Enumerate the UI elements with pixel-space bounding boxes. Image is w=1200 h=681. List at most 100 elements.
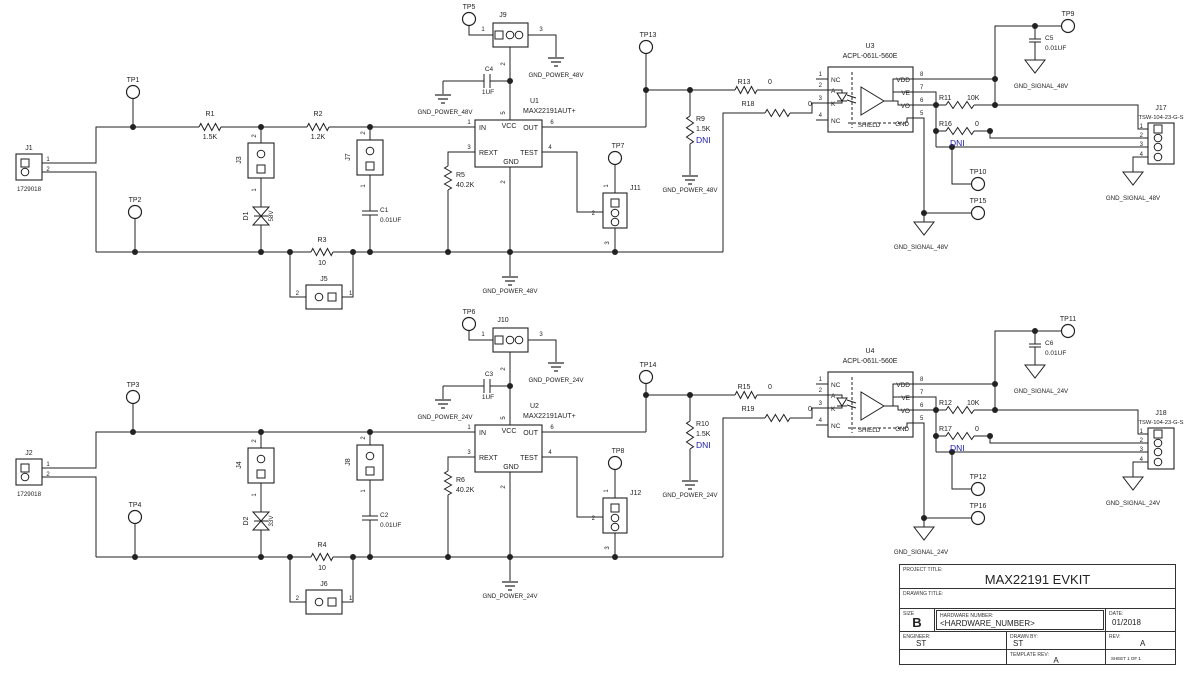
tp9-label: TP9: [1062, 11, 1075, 18]
u1-rext: REXT: [479, 150, 498, 157]
u3-vdd: VDD: [896, 77, 910, 84]
j7-ref: J7: [345, 153, 352, 161]
pin-round-pad: [256, 149, 266, 159]
junction-dot: [350, 554, 356, 560]
r19-val: 0: [808, 406, 812, 413]
gnd-power-24v-u2: GND_POWER_24V: [482, 593, 538, 600]
junction-dot: [992, 76, 998, 82]
resistor-symbol: [764, 108, 791, 118]
j18-ref: J18: [1155, 410, 1166, 417]
drawn-by-label: DRAWN BY:: [1010, 634, 1038, 640]
r13-val: 0: [768, 79, 772, 86]
date-cell: DATE: 01/2018: [1105, 609, 1175, 631]
j2-pin1: 1: [46, 462, 50, 468]
tp12-label: TP12: [970, 474, 987, 481]
testpoint: [127, 509, 143, 525]
c4-val: 1UF: [482, 89, 494, 96]
pin-round-pad: [314, 597, 324, 607]
r11-val: 10K: [967, 95, 980, 102]
pin1-square-pad: [1153, 124, 1163, 134]
r12-val: 10K: [967, 400, 980, 407]
j17-pin2: 2: [1140, 133, 1144, 139]
junction-dot: [933, 407, 939, 413]
date-value: 01/2018: [1112, 618, 1141, 627]
optocoupler-internal: [884, 100, 913, 106]
pin-round-pad: [610, 217, 620, 227]
j10-pin1: 1: [481, 332, 485, 338]
resistor-symbol: [443, 165, 453, 191]
u2-pin4: 4: [548, 450, 552, 456]
wire: [790, 102, 828, 114]
resistor-symbol: [198, 122, 222, 132]
junction-dot: [445, 249, 451, 255]
u3-pin3: 3: [819, 96, 823, 102]
hardware-number-box: HARDWARE NUMBER: <HARDWARE_NUMBER>: [936, 610, 1104, 630]
u2-pin1: 1: [467, 425, 471, 431]
u4-pin1: 1: [819, 377, 823, 383]
j10-pin2: 2: [501, 367, 507, 371]
drawn-by-cell: DRAWN BY: ST: [1006, 632, 1105, 649]
u3-pin6: 6: [920, 98, 924, 104]
hardware-number-cell: HARDWARE NUMBER: <HARDWARE_NUMBER>: [934, 609, 1105, 631]
r19-ref: R19: [742, 406, 755, 413]
r17-ref: R17: [939, 426, 952, 433]
wire: [989, 436, 1148, 444]
title-block: PROJECT TITLE: MAX22191 EVKIT DRAWING TI…: [899, 564, 1176, 665]
pin-round-pad: [505, 30, 515, 40]
wire: [995, 409, 1148, 435]
j10-ref: J10: [497, 317, 508, 324]
wire: [42, 171, 97, 252]
j1-pin1: 1: [46, 157, 50, 163]
j18-pin1: 1: [1140, 429, 1144, 435]
j1-ref: J1: [25, 145, 33, 152]
component-box: [1147, 122, 1175, 165]
engineer-cell: ENGINEER: ST: [900, 632, 1006, 649]
tp13-label: TP13: [640, 32, 657, 39]
sheet-label: SHEET 1 OF 1: [1105, 650, 1175, 664]
u3-pin7: 7: [920, 85, 924, 91]
pin1-square-pad: [610, 503, 620, 513]
blank-cell: [900, 650, 1006, 664]
wire: [342, 252, 354, 298]
u3-ve: VE: [901, 90, 910, 97]
u3-pin2: 2: [819, 83, 823, 89]
optocoupler-internal: [846, 399, 857, 404]
tp6-label: TP6: [463, 309, 476, 316]
c6-ref: C6: [1045, 340, 1054, 347]
j11-ref: J11: [630, 185, 641, 192]
junction-dot: [132, 249, 138, 255]
j9-ref: J9: [499, 12, 507, 19]
junction-dot: [687, 392, 693, 398]
resistor-symbol: [945, 126, 975, 136]
resistor-symbol: [443, 470, 453, 496]
j8-pin2: 2: [361, 436, 367, 440]
j5-pin1: 1: [349, 291, 353, 297]
j18-pin2: 2: [1140, 438, 1144, 444]
u3-nc1: NC: [831, 77, 841, 84]
pin-round-pad: [365, 146, 375, 156]
j2-pin2: 2: [46, 472, 50, 478]
tp3-label: TP3: [127, 382, 140, 389]
optocoupler-internal: [836, 397, 848, 407]
gnd-power-48v-j9: GND_POWER_48V: [528, 72, 584, 79]
j18-part: TSW-104-23-G-S: [1139, 420, 1184, 426]
wire: [913, 396, 937, 410]
resistor-symbol: [945, 405, 975, 415]
junction-dot: [258, 249, 264, 255]
u4-pin3: 3: [819, 401, 823, 407]
junction-dot: [921, 515, 927, 521]
tp1-label: TP1: [127, 77, 140, 84]
j7-pin2: 2: [361, 131, 367, 135]
junction-dot: [367, 554, 373, 560]
pin-round-pad: [1153, 438, 1163, 448]
r12-ref: R12: [939, 400, 952, 407]
pin-round-pad: [514, 30, 524, 40]
pin1-square-pad: [256, 164, 266, 174]
u2-part: MAX22191AUT+: [523, 413, 576, 420]
c1-ref: C1: [380, 207, 389, 214]
r18-val: 0: [808, 101, 812, 108]
u3-pin4: 4: [819, 113, 823, 119]
c3-ref: C3: [485, 371, 494, 378]
u1-pin5: 5: [501, 111, 507, 115]
u4-nc4: NC: [831, 423, 841, 430]
